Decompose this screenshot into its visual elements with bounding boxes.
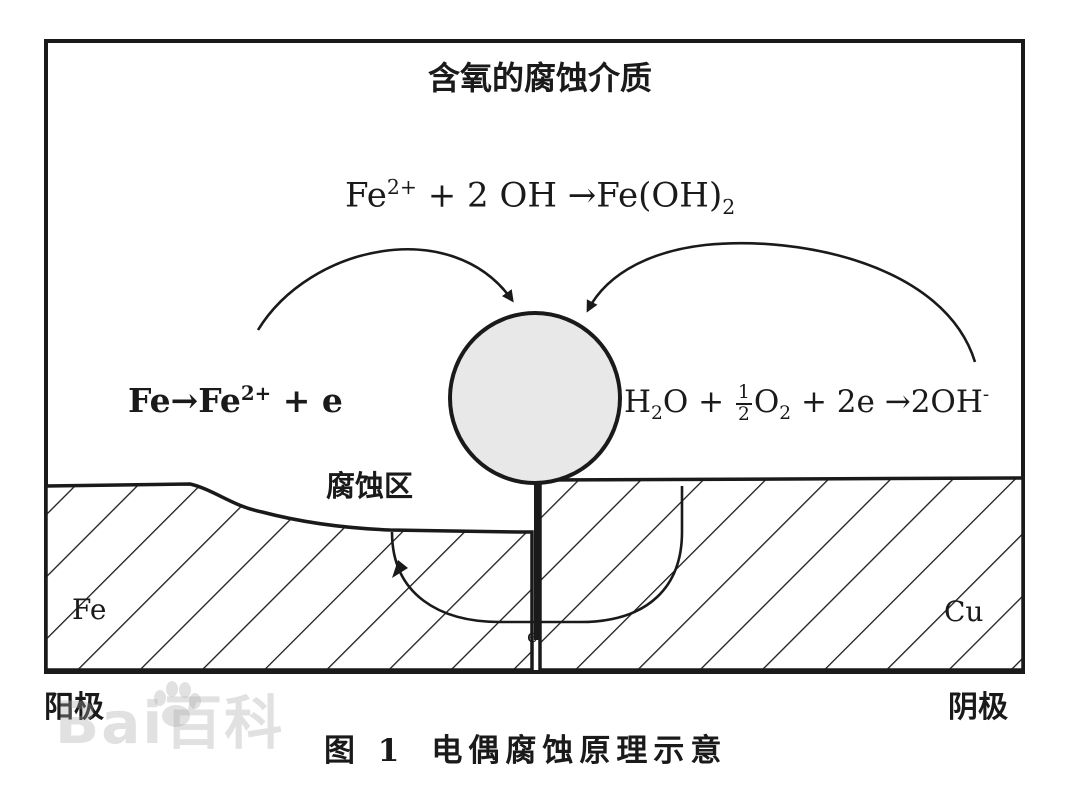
paw-watermark-icon xyxy=(154,681,201,727)
right-reaction-arrow xyxy=(586,241,977,363)
anode-fe-ion: Fe xyxy=(198,381,241,420)
electron-flow-loop xyxy=(390,486,684,624)
cu-metal-block xyxy=(538,476,1025,672)
anode-rest: + e xyxy=(271,381,343,420)
medium-title: 含氧的腐蚀介质 xyxy=(427,59,652,97)
metal-cu-label: Cu xyxy=(944,595,984,628)
reaction-arrow: → xyxy=(567,175,597,216)
baike-watermark: Bai百科 xyxy=(55,676,284,760)
fraction-numerator: 1 xyxy=(736,382,752,405)
electrolyte-droplet xyxy=(448,311,622,485)
cathode-o2: O xyxy=(753,384,780,421)
cathode-middle: + 2e xyxy=(791,384,885,421)
anode-fe-charge: 2+ xyxy=(240,381,272,405)
reaction-fe-ion: Fe xyxy=(345,175,387,216)
reaction-product-sub: 2 xyxy=(722,195,736,220)
reaction-product: Fe(OH) xyxy=(596,175,723,216)
cathode-product: 2OH xyxy=(910,384,983,421)
metal-fe-label: Fe xyxy=(72,593,107,626)
anode-pole-label: 阳极 xyxy=(44,690,104,725)
left-reaction-arrow xyxy=(256,248,514,331)
electron-flow-arrowhead xyxy=(392,560,408,578)
hydroxide-reaction: Fe2+ + 2 OH →Fe(OH)2 xyxy=(345,177,735,218)
reaction-middle: + 2 OH xyxy=(416,175,568,216)
reaction-fe-charge: 2+ xyxy=(386,175,417,199)
cathode-pole-label: 阴极 xyxy=(948,690,1008,725)
cathode-h-sub: 2 xyxy=(651,403,663,425)
caption-text: 电偶腐蚀原理示意 xyxy=(431,733,728,769)
caption-number: 图 1 xyxy=(324,733,406,769)
anode-arrow: → xyxy=(170,381,199,420)
anode-reaction: Fe→Fe2+ + e xyxy=(128,381,343,420)
cathode-arrow: → xyxy=(884,384,911,421)
cathode-h: H xyxy=(624,384,652,421)
cathode-o: O + xyxy=(662,384,734,421)
cathode-product-charge: - xyxy=(982,384,990,406)
fe-metal-block xyxy=(44,482,534,672)
fraction-denominator: 2 xyxy=(738,403,750,425)
figure-caption: 图 1 电偶腐蚀原理示意 xyxy=(324,736,727,767)
electron-label: e xyxy=(527,626,538,647)
corrosion-zone-label: 腐蚀区 xyxy=(326,469,414,503)
cathode-o2-sub: 2 xyxy=(779,403,792,425)
anode-lhs: Fe xyxy=(128,381,171,420)
